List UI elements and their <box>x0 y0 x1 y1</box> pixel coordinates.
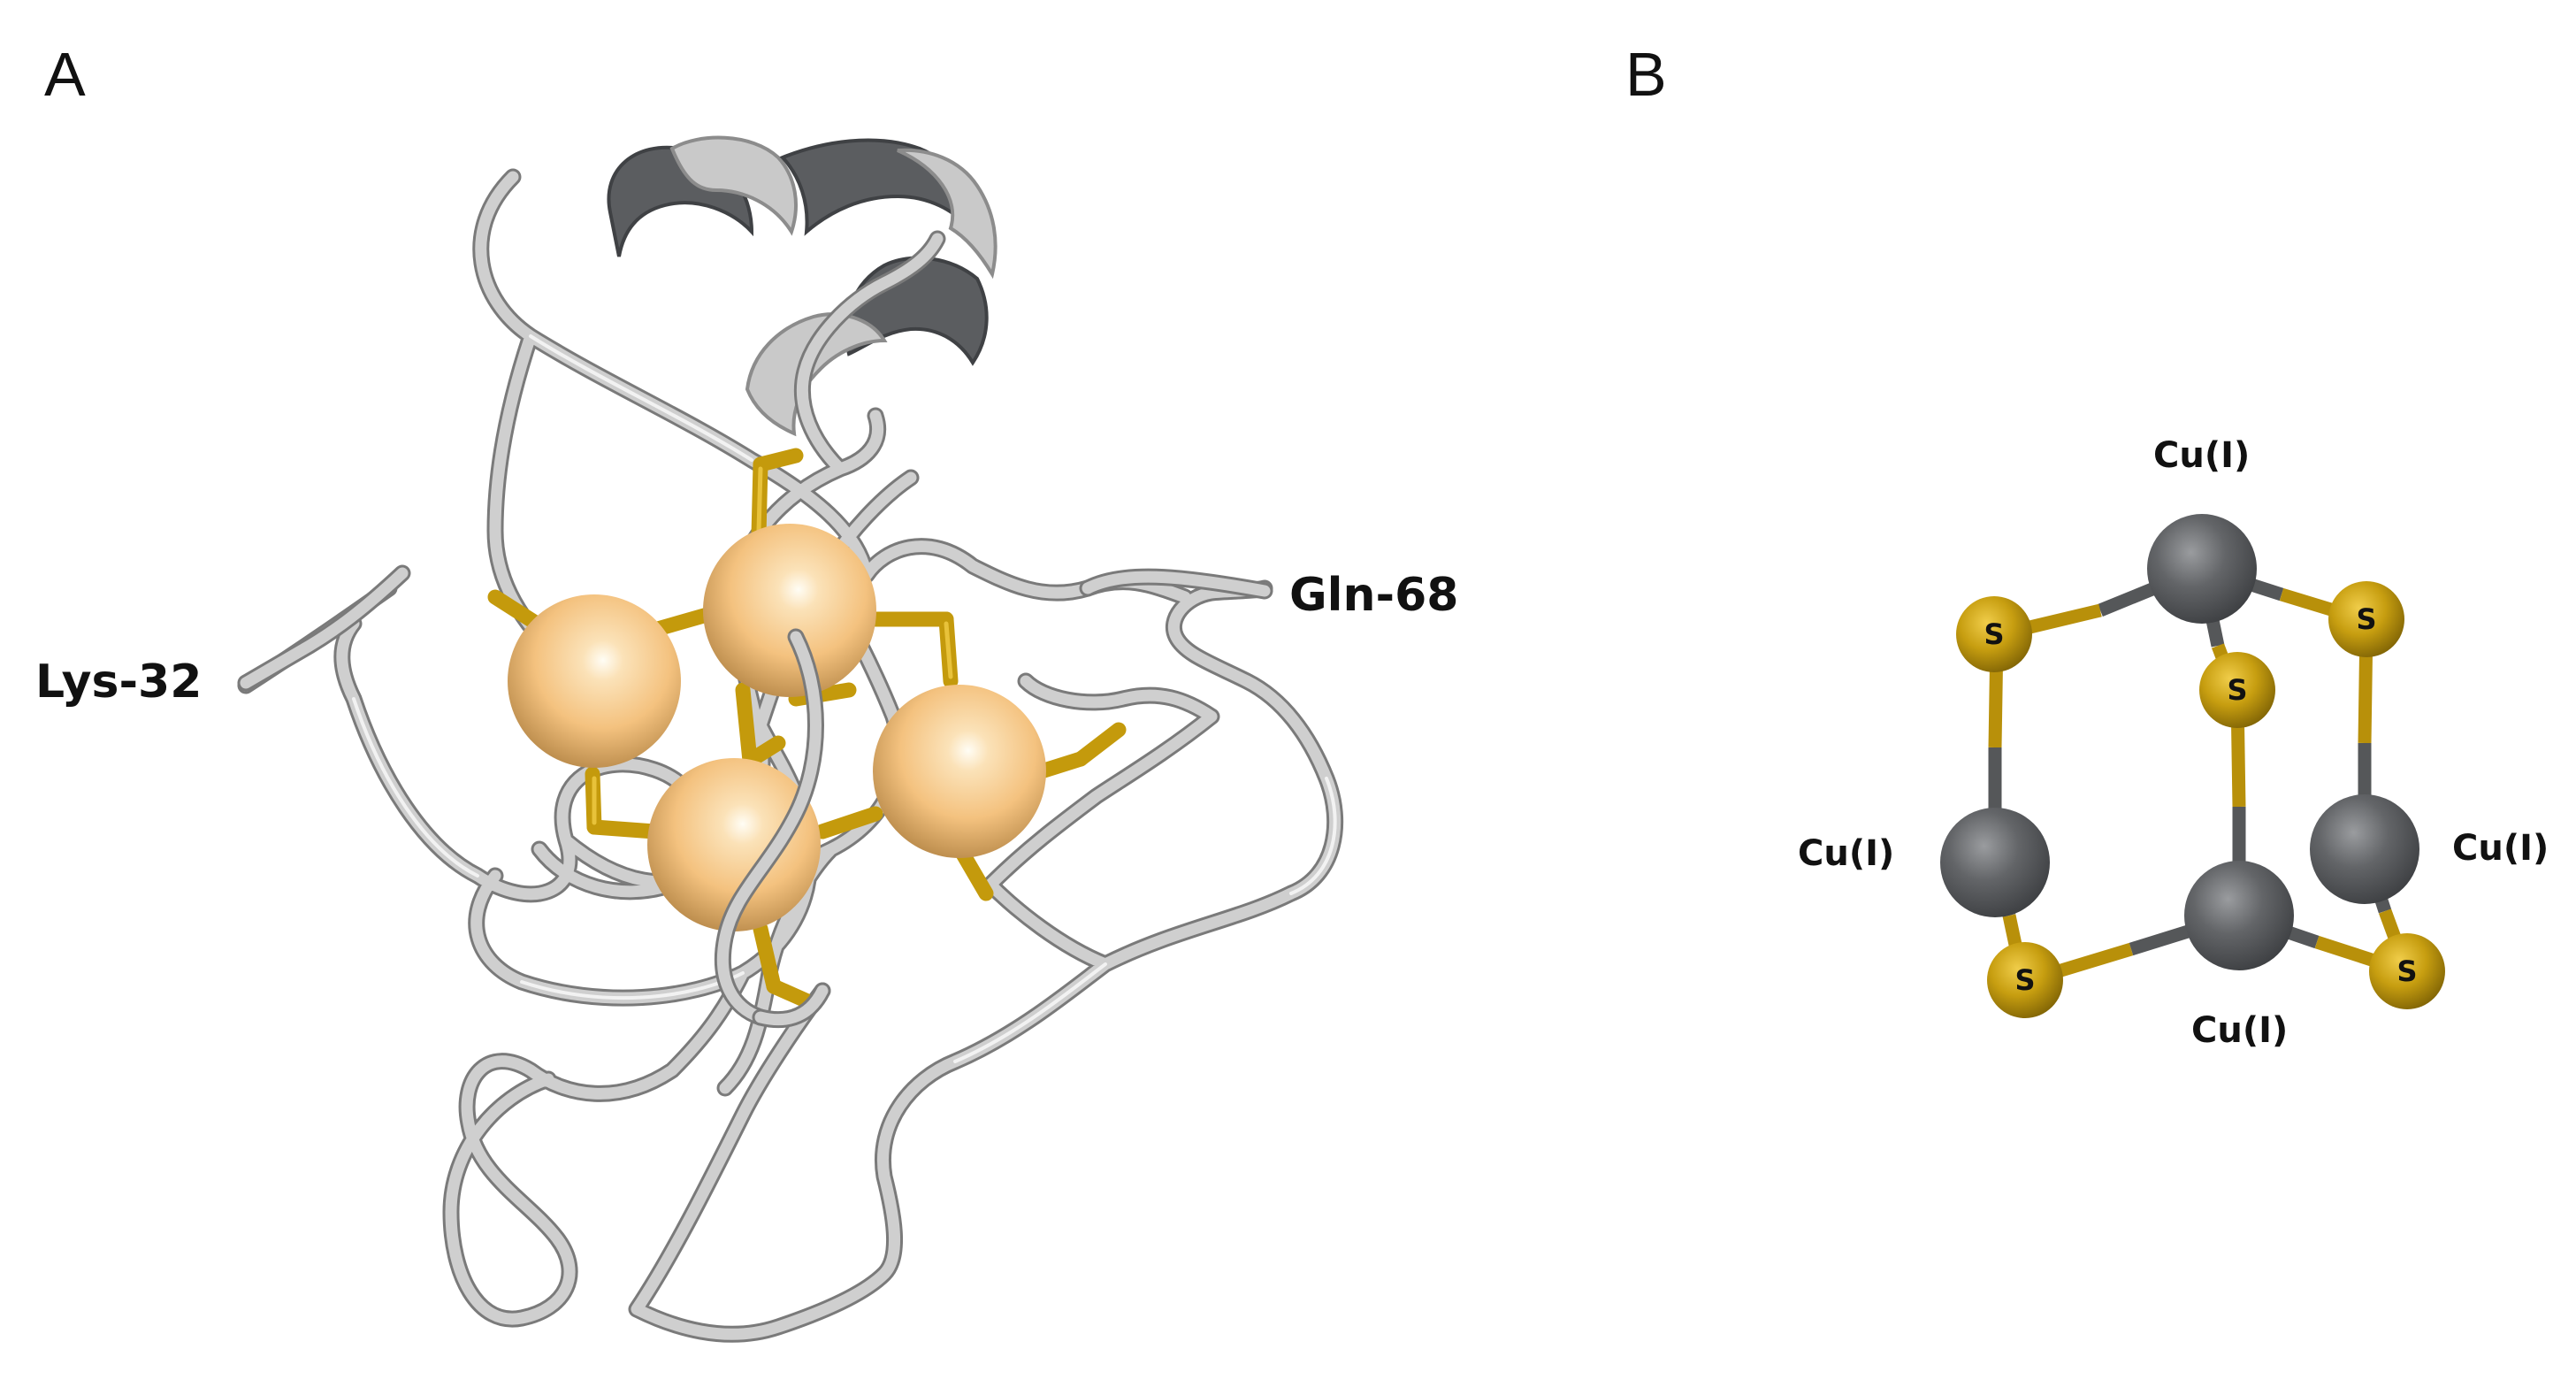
s-atom <box>2328 581 2404 657</box>
s-atom <box>2369 933 2445 1009</box>
s-atom-label: S <box>2227 673 2247 707</box>
panel-b-letter: B <box>1625 40 1667 109</box>
s-atom-label: S <box>1984 617 2004 651</box>
copper-sphere <box>703 524 876 697</box>
s-atoms: S S S S S <box>1956 581 2445 1018</box>
cu-label-top: Cu(I) <box>2153 435 2250 476</box>
cu-atom-right <box>2310 794 2419 904</box>
panel-b: B <box>1625 40 2549 1051</box>
s-atom-label: S <box>2014 963 2035 997</box>
cu-atoms <box>1940 514 2419 970</box>
c-terminus-label: Gln-68 <box>1289 569 1458 622</box>
cu-atom-bottom <box>2184 861 2294 970</box>
panel-a-letter: A <box>44 40 86 109</box>
s-atom-label: S <box>2396 954 2417 988</box>
cu-label-right: Cu(I) <box>2452 828 2549 869</box>
s-atom <box>1956 596 2032 672</box>
cu-label-bottom: Cu(I) <box>2191 1010 2288 1051</box>
n-terminus-label: Lys-32 <box>35 655 202 709</box>
cu-atom-left <box>1940 808 2050 917</box>
s-atom <box>1987 942 2063 1018</box>
copper-sphere <box>647 758 821 931</box>
copper-sphere <box>508 594 681 768</box>
protein-backbone-front <box>714 628 831 1029</box>
cu-label-left: Cu(I) <box>1798 833 1894 874</box>
s-atom-label: S <box>2356 602 2376 636</box>
panel-a: A <box>35 40 1458 1343</box>
cu-atom-top <box>2147 514 2257 624</box>
s-atom <box>2199 652 2275 728</box>
copper-ions <box>508 524 1046 931</box>
copper-sphere <box>873 685 1046 858</box>
